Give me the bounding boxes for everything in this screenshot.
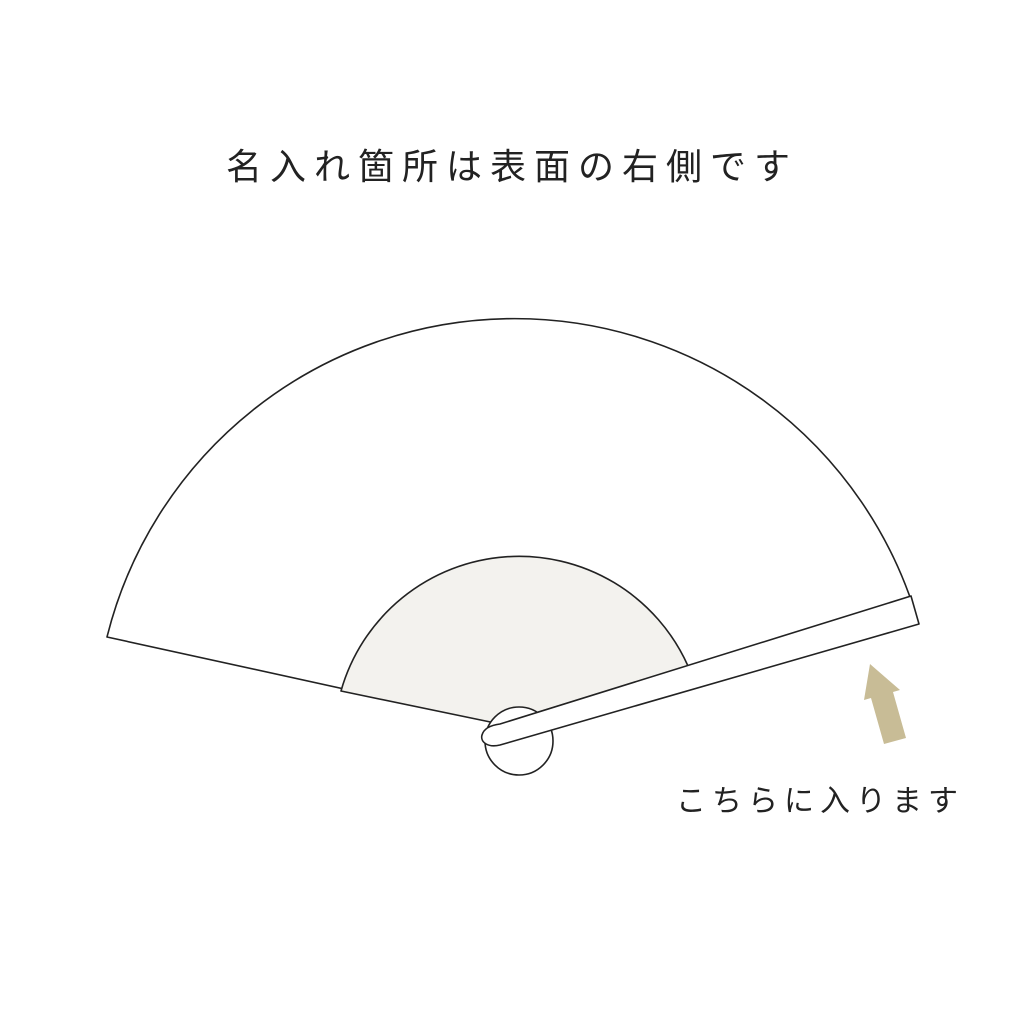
fan-paper-outline <box>106 317 919 725</box>
page-title: 名入れ箇所は表面の右側です <box>225 147 798 188</box>
placement-caption: こちらに入ります <box>676 784 964 819</box>
fan-guard-stick <box>480 595 920 747</box>
up-arrow-icon <box>864 664 906 744</box>
fan-hub-area <box>340 555 689 725</box>
